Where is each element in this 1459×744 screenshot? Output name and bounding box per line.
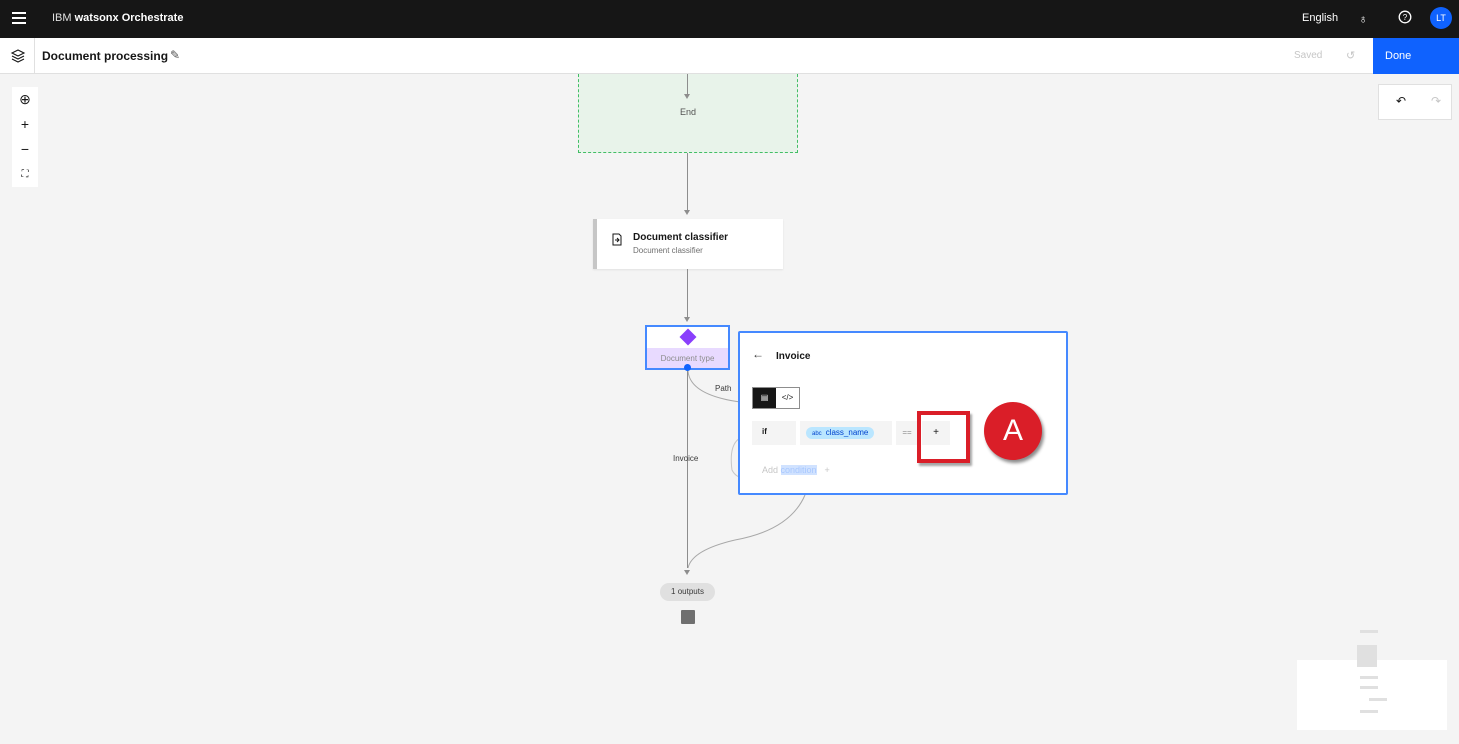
product-name: IBM watsonx Orchestrate xyxy=(52,12,183,24)
end-group[interactable] xyxy=(578,74,798,153)
back-arrow-icon[interactable]: ← xyxy=(752,347,764,361)
brand-prefix: IBM xyxy=(52,12,72,24)
arrow-icon xyxy=(684,94,690,99)
document-icon xyxy=(611,233,623,249)
add-condition-button[interactable]: Add condition + xyxy=(762,465,830,475)
form-view-icon[interactable]: ▤ xyxy=(753,388,776,408)
add-condition-text: condition xyxy=(780,465,817,475)
end-node-label: End xyxy=(680,107,697,117)
arrow-icon xyxy=(684,317,690,322)
output-node-icon[interactable] xyxy=(681,610,695,624)
svg-text:?: ? xyxy=(1403,13,1408,22)
outputs-badge[interactable]: 1 outputs xyxy=(660,583,715,601)
node-subtitle: Document classifier xyxy=(633,246,703,255)
undo-redo-toolbar: ↶ ↷ xyxy=(1378,84,1452,120)
editor-mode-toggle: ▤ </> xyxy=(752,387,800,409)
annotation-badge: A xyxy=(984,402,1042,460)
minimap-node xyxy=(1360,710,1378,713)
connection-handle[interactable] xyxy=(684,364,691,371)
undo-icon[interactable]: ↶ xyxy=(1396,94,1407,108)
header-divider xyxy=(34,38,35,74)
document-classifier-node[interactable]: Document classifier Document classifier xyxy=(593,219,783,269)
minimap-node xyxy=(1357,645,1377,667)
language-selector[interactable]: English xyxy=(1302,12,1339,24)
path-curve xyxy=(687,370,741,403)
arrow-icon xyxy=(684,570,690,575)
saved-status: Saved xyxy=(1294,50,1323,61)
top-bar: IBM watsonx Orchestrate English ♁ ? LT xyxy=(0,0,1459,38)
add-node-icon[interactable]: ⊕ xyxy=(19,91,31,107)
done-button[interactable]: Done xyxy=(1373,38,1459,74)
minimap-node xyxy=(1360,676,1378,679)
layers-icon[interactable] xyxy=(10,48,26,64)
add-condition-prefix: Add xyxy=(762,465,781,475)
minimap-node xyxy=(1360,686,1378,689)
node-title: Document classifier xyxy=(633,232,729,243)
flow-header: Document processing ✎ Saved ↺ Done xyxy=(0,38,1459,74)
invoice-branch-label: Invoice xyxy=(673,454,699,463)
decision-label: Document type xyxy=(660,354,715,363)
operator-select[interactable]: == xyxy=(896,421,918,445)
decision-band xyxy=(647,348,728,368)
if-label: if xyxy=(752,421,796,445)
arrow-icon xyxy=(684,210,690,215)
accessibility-icon[interactable]: ♁ xyxy=(1358,12,1368,26)
history-icon[interactable]: ↺ xyxy=(1346,50,1356,62)
page-title: Document processing xyxy=(42,49,169,63)
connector xyxy=(687,74,688,94)
zoom-toolbar: ⊕ + − ⛶ xyxy=(12,87,38,187)
connector xyxy=(687,153,688,210)
code-view-icon[interactable]: </> xyxy=(781,393,794,402)
panel-title: Invoice xyxy=(776,351,811,362)
zoom-in-icon[interactable]: + xyxy=(20,116,30,132)
path-curve xyxy=(687,494,806,569)
help-icon[interactable]: ? xyxy=(1396,10,1414,28)
path-label: Path xyxy=(715,384,732,393)
brand-name: watsonx Orchestrate xyxy=(74,12,184,24)
add-value-button[interactable]: + xyxy=(922,421,950,445)
connector xyxy=(687,269,688,317)
edit-icon[interactable]: ✎ xyxy=(170,48,181,62)
minimap-node xyxy=(1360,630,1378,633)
variable-name: class_name xyxy=(825,428,869,437)
annotation-highlight-box xyxy=(917,411,970,463)
minimap[interactable] xyxy=(1297,620,1447,730)
avatar[interactable]: LT xyxy=(1430,7,1452,29)
minimap-node xyxy=(1369,698,1387,701)
menu-icon[interactable] xyxy=(12,12,26,24)
redo-icon[interactable]: ↷ xyxy=(1431,94,1442,108)
add-condition-plus-icon: + xyxy=(824,465,830,475)
fit-view-icon[interactable]: ⛶ xyxy=(21,169,29,180)
string-type-icon: abc xyxy=(812,431,822,437)
zoom-out-icon[interactable]: − xyxy=(20,141,30,157)
connector xyxy=(687,371,688,568)
